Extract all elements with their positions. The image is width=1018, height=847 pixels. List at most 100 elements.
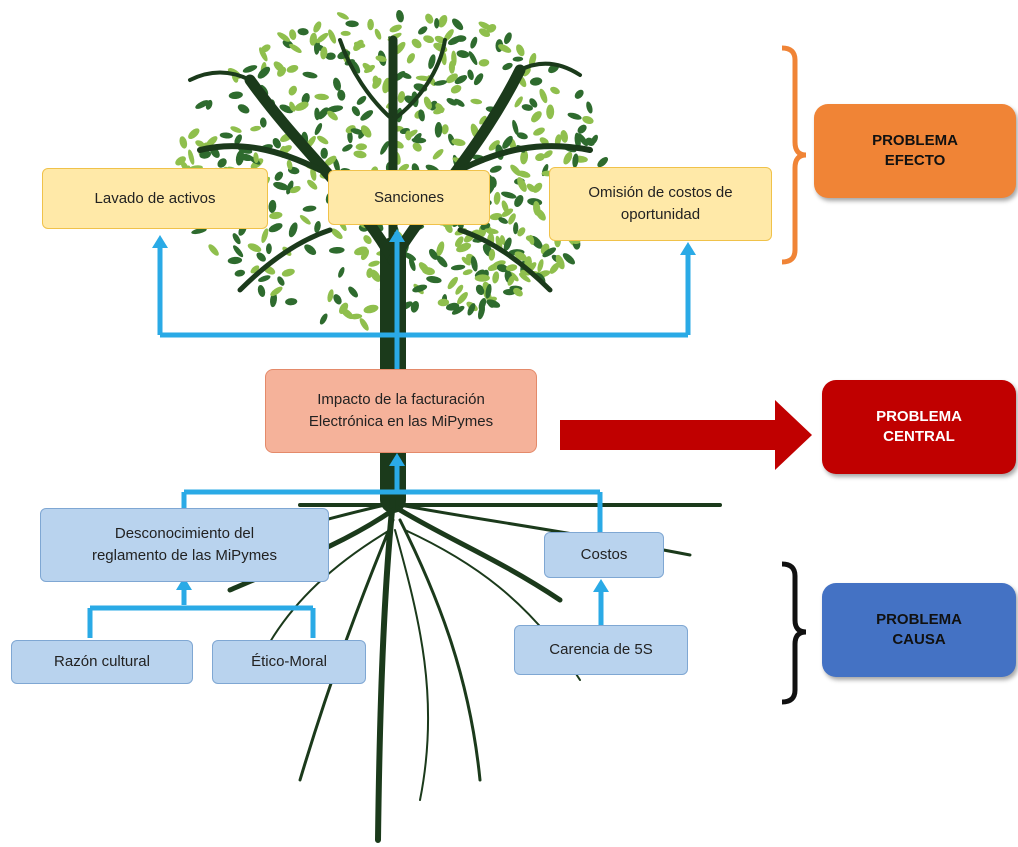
leaf-shape [434,122,443,138]
leaf-shape [195,100,210,109]
leaf-shape [423,35,435,44]
leaf-shape [285,298,298,306]
leaf-shape [535,208,546,221]
leaf-shape [337,89,346,101]
leaf-shape [422,267,435,276]
leaf-shape [232,233,241,245]
leaf-shape [505,264,518,272]
leaf-shape [415,75,432,81]
leaf-shape [454,236,464,247]
leaf-shape [302,71,318,79]
leaf-shape [333,77,341,91]
leaf-shape [478,59,490,67]
leaf-shape [468,51,478,66]
leaf-shape [475,284,485,296]
leaf-shape [513,222,519,235]
leaf-shape [451,305,465,315]
leaf-shape [380,141,390,155]
leaf-shape [333,294,342,305]
leaf-shape [574,89,584,99]
cause-razon-cultural: Razón cultural [11,640,193,684]
leaf-shape [508,213,516,225]
leaf-shape [294,101,309,111]
leaf-shape [270,286,283,297]
leaf-shape [489,165,502,173]
leaf-shape [259,117,267,128]
leaf-shape [418,109,425,122]
leaf-shape [324,155,337,167]
leaf-shape [443,29,454,42]
leaf-shape [363,304,379,314]
leaf-shape [438,14,448,28]
leaf-shape [289,101,296,112]
leaf-shape [437,298,450,307]
leaf-shape [397,91,406,103]
leaf-shape [348,286,358,298]
label-problema-causa: PROBLEMA CAUSA [822,583,1016,677]
leaf-shape [247,243,262,253]
leaf-shape [356,95,367,105]
leaf-shape [412,132,422,143]
leaf-shape [504,32,512,45]
leaf-shape [533,127,545,136]
leaf-shape [206,136,218,147]
leaf-shape [363,235,372,245]
leaf-shape [320,46,328,60]
leaf-shape [529,98,538,108]
leaf-shape [338,267,345,278]
leaf-shape [496,264,509,273]
leaf-shape [457,291,468,305]
leaf-shape [546,104,555,120]
leaf-shape [208,244,219,256]
leaf-shape [535,153,546,162]
leaf-shape [411,38,422,49]
leaf-shape [521,104,533,111]
leaf-shape [428,248,438,260]
cause-costos: Costos [544,532,664,578]
leaf-shape [586,101,593,114]
leaf-shape [367,18,374,31]
leaf-shape [286,180,294,195]
leaf-shape [539,137,549,145]
leaf-shape [328,29,337,44]
bracket-effect [781,45,807,265]
leaf-shape [237,104,250,114]
leaf-shape [238,153,254,162]
leaf-shape [319,313,328,325]
leaf-shape [199,150,212,159]
leaf-shape [514,195,524,207]
leaf-shape [516,44,525,57]
leaf-shape [259,47,268,62]
leaf-shape [470,98,483,105]
leaf-shape [330,228,343,240]
leaf-shape [309,32,317,46]
leaf-shape [354,246,368,256]
leaf-shape [512,119,519,135]
leaf-shape [498,217,508,224]
leaf-shape [597,157,609,168]
leaf-shape [434,18,440,29]
leaf-shape [405,130,412,141]
leaf-shape [560,130,569,143]
effect-omision-costos: Omisión de costos de oportunidad [549,167,772,241]
leaf-shape [250,125,262,132]
leaf-shape [339,302,349,314]
leaf-shape [577,133,588,147]
leaf-shape [501,191,517,199]
leaf-shape [539,88,548,104]
leaf-shape [317,135,329,145]
leaf-shape [258,275,271,282]
leaf-shape [516,132,528,140]
leaf-shape [492,271,500,284]
leaf-shape [436,255,448,268]
leaf-shape [286,159,293,170]
leaf-shape [585,137,595,146]
leaf-shape [456,50,470,59]
connector-arrowheads [152,229,696,592]
leaf-shape [277,32,291,42]
leaf-shape [550,86,560,95]
leaf-shape [513,287,523,297]
leaf-shape [234,134,242,145]
leaf-shape [470,36,478,49]
leaf-shape [398,163,410,172]
